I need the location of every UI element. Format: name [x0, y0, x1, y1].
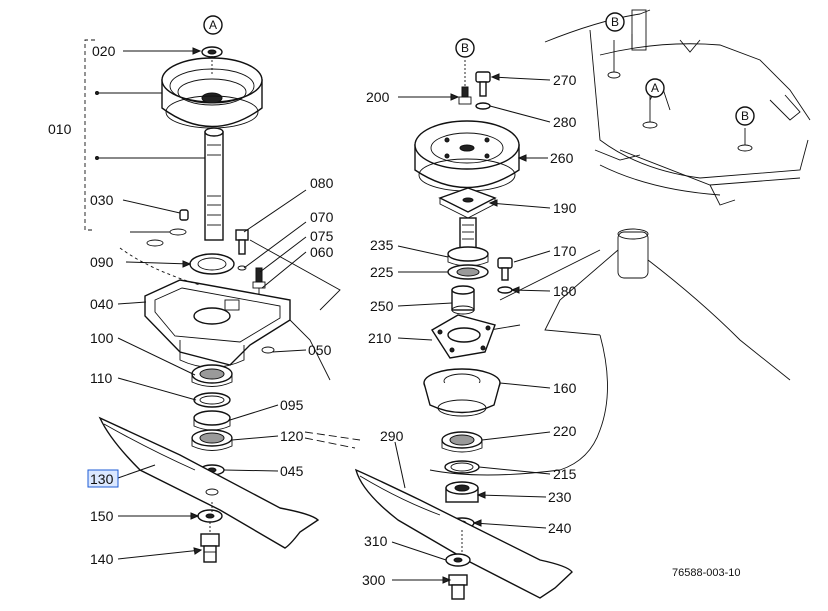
part-010-pulley [161, 57, 263, 129]
svg-text:B: B [741, 109, 749, 123]
callout-070[interactable]: 070 [310, 209, 334, 225]
callout-250[interactable]: 250 [370, 298, 394, 314]
callout-280[interactable]: 280 [553, 114, 577, 130]
part-110-circlip [193, 392, 231, 408]
ref-letter-a-deck: A [645, 78, 665, 98]
part-150-washer [197, 509, 223, 523]
part-235-bearing [447, 246, 489, 267]
callout-215[interactable]: 215 [553, 466, 577, 482]
callout-160[interactable]: 160 [553, 380, 577, 396]
part-220-bearing [441, 431, 483, 453]
svg-text:A: A [651, 81, 659, 95]
part-290-blade [354, 468, 573, 599]
part-090-seal [189, 253, 235, 275]
callout-300[interactable]: 300 [362, 572, 386, 588]
callout-230[interactable]: 230 [548, 489, 572, 505]
callout-030[interactable]: 030 [90, 192, 114, 208]
part-160-housing [423, 368, 501, 417]
ref-letter-b-deck-1: B [605, 12, 625, 32]
spindle-shaft-right [459, 217, 477, 253]
callout-200[interactable]: 200 [366, 89, 390, 105]
callout-150[interactable]: 150 [90, 508, 114, 524]
svg-text:B: B [461, 41, 469, 55]
callout-095[interactable]: 095 [280, 397, 304, 413]
callout-090[interactable]: 090 [90, 254, 114, 270]
part-190-plate [438, 187, 497, 219]
part-310-washer [445, 553, 471, 567]
callout-110[interactable]: 110 [90, 370, 113, 386]
callout-050[interactable]: 050 [308, 342, 332, 358]
callout-235[interactable]: 235 [370, 237, 394, 253]
callout-210[interactable]: 210 [368, 330, 392, 346]
part-020-washer [201, 46, 223, 58]
callout-labels-right: 270 200 280 260 190 235 225 170 180 250 … [362, 72, 577, 588]
part-200-grease-fitting [458, 86, 472, 105]
svg-text:B: B [611, 15, 619, 29]
deck-spindle-mount-outline [429, 228, 791, 476]
callout-080[interactable]: 080 [310, 175, 334, 191]
part-180-washer [497, 286, 513, 294]
part-270-bolt [475, 71, 491, 97]
part-210-plate [431, 314, 496, 359]
callout-100[interactable]: 100 [90, 330, 114, 346]
callout-190[interactable]: 190 [553, 200, 577, 216]
callout-225[interactable]: 225 [370, 264, 394, 280]
callout-180[interactable]: 180 [553, 283, 577, 299]
callout-010[interactable]: 010 [48, 121, 72, 137]
part-140-bolt [200, 533, 220, 563]
part-280-washer [475, 102, 491, 110]
callout-045[interactable]: 045 [280, 463, 304, 479]
part-260-pulley [414, 120, 520, 192]
callout-140[interactable]: 140 [90, 551, 114, 567]
part-095-spacer [193, 410, 231, 431]
part-230-spacer [445, 481, 479, 503]
part-080-bolt [235, 229, 249, 271]
part-170-bolt [497, 257, 513, 281]
ref-letter-b-right: B [455, 38, 475, 58]
part-030-key [179, 209, 189, 221]
callout-060[interactable]: 060 [310, 244, 334, 260]
spindle-shaft [204, 127, 224, 241]
callout-075[interactable]: 075 [310, 228, 334, 244]
part-225-bearing [447, 264, 489, 280]
svg-text:A: A [209, 18, 217, 32]
callout-130-highlight [87, 469, 119, 488]
callout-labels-left: 020 010 030 080 070 075 060 090 040 050 … [48, 43, 334, 567]
part-300-bolt [448, 574, 468, 600]
part-100-bearing [191, 364, 233, 387]
callout-120[interactable]: 120 [280, 428, 304, 444]
callout-170[interactable]: 170 [553, 243, 577, 259]
callout-270[interactable]: 270 [553, 72, 577, 88]
part-215-circlip [444, 460, 480, 474]
part-120-bearing [191, 429, 233, 451]
callout-020[interactable]: 020 [92, 43, 116, 59]
drawing-code: 76588-003-10 [672, 567, 741, 579]
left-leader-lines [95, 47, 307, 560]
mower-deck-outline [544, 9, 811, 206]
part-250-sleeve [451, 285, 475, 315]
part-040-housing [144, 279, 291, 368]
callout-240[interactable]: 240 [548, 520, 572, 536]
callout-260[interactable]: 260 [550, 150, 574, 166]
callout-310[interactable]: 310 [364, 533, 388, 549]
ref-letter-b-deck-2: B [735, 106, 755, 126]
part-130-blade [98, 416, 320, 549]
callout-130[interactable]: 130 [90, 471, 114, 487]
callout-220[interactable]: 220 [553, 423, 577, 439]
ref-letter-a-left: A [203, 15, 223, 35]
right-leader-lines [391, 73, 551, 584]
callout-290[interactable]: 290 [380, 428, 404, 444]
callout-040[interactable]: 040 [90, 296, 114, 312]
